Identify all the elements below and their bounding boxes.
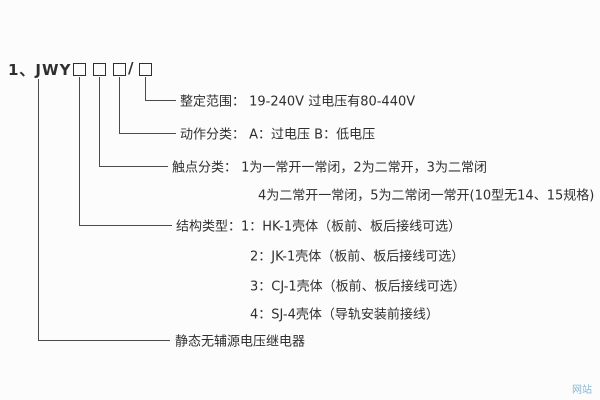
- model-box-structure: [73, 63, 86, 76]
- label-setting-range: 整定范围： 19-240V 过电压有80-440V: [180, 94, 416, 110]
- line-v-setting-range: [145, 77, 146, 100]
- model-slash: /: [128, 59, 134, 77]
- label-structure-type-4: 4：SJ-4壳体（导轨安装前接线）: [250, 307, 439, 323]
- line-h-product-name: [38, 340, 170, 341]
- line-h-action-class: [119, 133, 176, 134]
- model-box-setting-range: [139, 63, 152, 76]
- label-contact-class-1: 触点分类： 1为一常开一常闭，2为二常开，3为二常闭: [172, 160, 487, 176]
- line-h-structure-type: [79, 225, 172, 226]
- model-box-contact: [93, 63, 106, 76]
- model-prefix: 1、JWY -: [8, 61, 85, 79]
- label-product-name: 静态无辅源电压继电器: [175, 334, 306, 350]
- label-structure-type-2: 2：JK-1壳体（板前、板后接线可选）: [250, 249, 465, 265]
- line-v-contact-class: [99, 77, 100, 166]
- line-h-setting-range: [145, 100, 176, 101]
- line-v-action-class: [119, 77, 120, 133]
- label-structure-type-3: 3：CJ-1壳体（板前、板后接线可选）: [250, 279, 466, 295]
- line-v-structure-type: [79, 77, 80, 225]
- label-structure-type-1: 结构类型：1：HK-1壳体（板前、板后接线可选）: [176, 219, 462, 235]
- site-watermark: 网站: [572, 385, 592, 396]
- label-action-class: 动作分类： A：过电压 B：低电压: [180, 127, 376, 143]
- label-contact-class-2: 4为二常开一常闭，5为二常闭一常开(10型无14、15规格): [258, 188, 595, 204]
- line-h-contact-class: [99, 166, 168, 167]
- line-v-product-name: [38, 79, 39, 340]
- model-box-action: [113, 63, 126, 76]
